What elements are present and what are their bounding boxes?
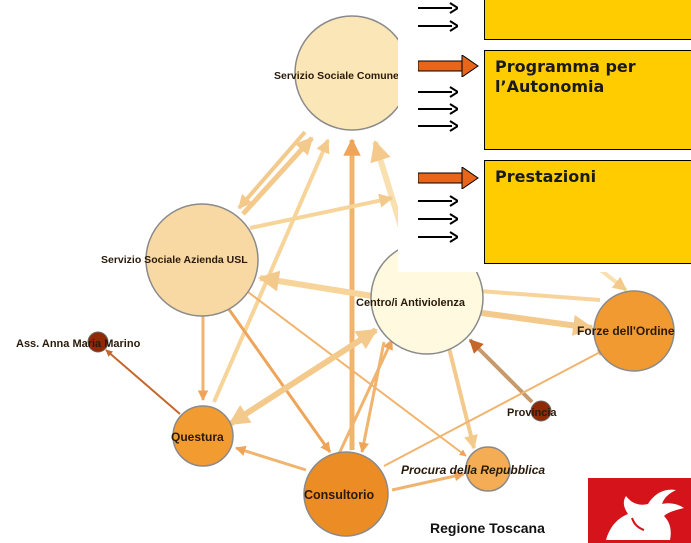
service-box-prestazioni-label: Prestazioni	[495, 167, 597, 186]
edge-questura-centro	[228, 327, 378, 427]
service-box-prestazioni: Prestazioni	[484, 160, 691, 264]
node-servizio-sociale-usl	[145, 203, 259, 317]
label-forze-ordine: Forze dell'Ordine	[577, 324, 675, 338]
node-ass-marino	[87, 331, 109, 353]
edge-centro-to-consultorio	[358, 341, 386, 454]
edge-consultorio-to-procura	[391, 470, 466, 492]
edge-usl-to-comune	[241, 136, 314, 216]
arrow-icon	[418, 20, 458, 32]
edge-consultorio-to-forze	[383, 349, 605, 467]
highlight-arrow-icon	[418, 167, 479, 189]
service-box-1	[484, 0, 691, 40]
network-labels: Servizio Sociale Comune Servizio Sociale…	[16, 70, 675, 502]
edge-centro-to-procura	[444, 335, 478, 450]
edge-provincia-to-centro	[468, 338, 534, 404]
edge-forze-to-centro	[464, 283, 601, 302]
edge-centro-to-usl	[257, 270, 373, 299]
edge-comune-to-usl	[237, 130, 307, 210]
service-box-autonomia-label: Programma per l’Autonomia	[495, 57, 636, 96]
node-procura	[465, 446, 511, 492]
node-questura	[172, 405, 234, 467]
region-name: Regione Toscana	[430, 520, 545, 536]
edge-centro-to-forze	[459, 307, 595, 336]
arrow-icon	[418, 86, 458, 98]
node-provincia	[530, 400, 552, 422]
arrow-icon	[418, 231, 458, 243]
arrow-icon	[418, 195, 458, 207]
arrow-icon	[418, 103, 458, 115]
label-procura: Procura della Repubblica	[401, 463, 545, 477]
service-overlay: Programma per l’Autonomia Prestazioni	[398, 0, 691, 272]
label-centro-antiviolenza: Centro/i Antiviolenza	[356, 297, 466, 309]
arrow-icon	[418, 213, 458, 225]
arrow-icon	[418, 2, 458, 14]
service-box-autonomia: Programma per l’Autonomia	[484, 50, 691, 150]
regione-toscana-logo	[588, 478, 691, 543]
label-servizio-sociale-usl: Servizio Sociale Azienda USL	[101, 254, 248, 266]
highlight-arrow-icon	[418, 55, 479, 77]
edge-consultorio-to-questura	[234, 445, 307, 472]
label-consultorio: Consultorio	[304, 488, 374, 502]
arrow-icon	[418, 120, 458, 132]
edge-usl-to-consultorio	[226, 307, 332, 453]
label-ass-marino: Ass. Anna Maria Marino	[16, 338, 141, 350]
pegasus-icon	[606, 489, 684, 540]
edge-usl-to-centro	[249, 193, 394, 230]
edge-questura-to-ass	[105, 349, 181, 415]
label-questura: Questura	[171, 430, 224, 444]
edge-consultorio-to-centro	[336, 339, 394, 457]
label-provincia: Provincia	[507, 407, 557, 419]
label-servizio-sociale-comune: Servizio Sociale Comune	[274, 70, 399, 82]
node-forze-ordine	[593, 290, 675, 372]
node-consultorio	[303, 451, 389, 537]
